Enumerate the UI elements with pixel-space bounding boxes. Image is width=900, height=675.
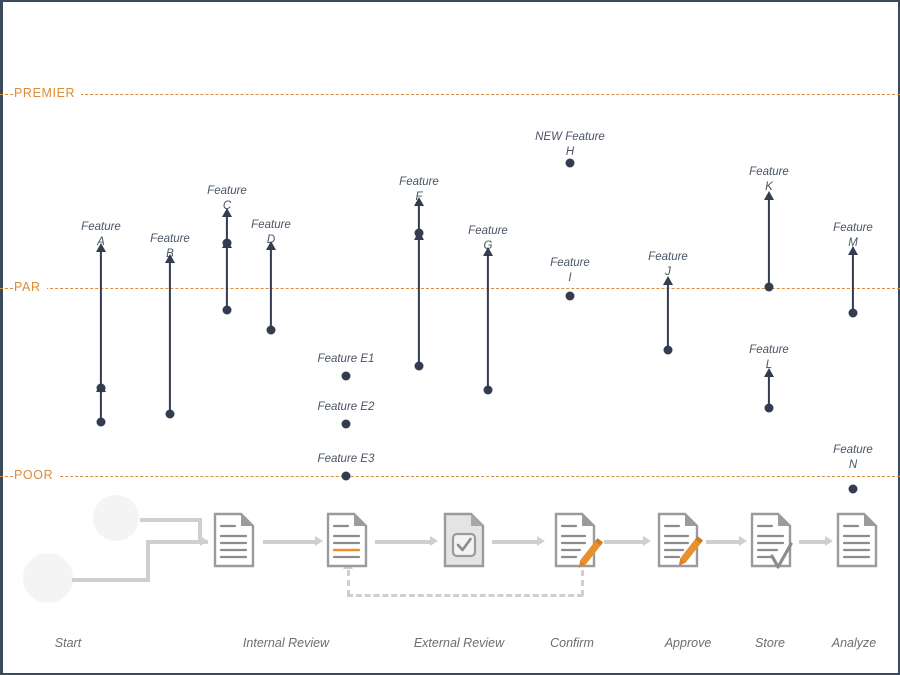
document-icon-analyze[interactable] bbox=[836, 512, 878, 573]
feature-dot-feature-c-1[interactable] bbox=[222, 238, 232, 248]
feature-stem-feature-b-0 bbox=[168, 263, 172, 414]
feature-label-feature-e1: Feature E1 bbox=[317, 353, 375, 365]
connector-upper-horizontal bbox=[140, 518, 202, 522]
feature-arrowhead-feature-g-0 bbox=[483, 247, 493, 256]
feature-label-feature-e3: Feature E3 bbox=[317, 453, 375, 465]
connector-external-to-confirm bbox=[492, 540, 540, 544]
connector-upper-vertical bbox=[198, 518, 202, 542]
process-step-label-store: Store bbox=[755, 636, 785, 650]
process-step-label-internal-review: Internal Review bbox=[242, 636, 330, 650]
feature-dot-feature-j-0[interactable] bbox=[663, 345, 673, 355]
connector-merge-horizontal bbox=[146, 540, 208, 544]
feature-stem-feature-g-0 bbox=[486, 256, 490, 390]
threshold-line-premier bbox=[0, 94, 900, 95]
connector-approve-to-store bbox=[706, 540, 742, 544]
feature-dot-feature-k-0[interactable] bbox=[764, 282, 774, 292]
connector-arrow-external-confirm bbox=[537, 536, 545, 546]
feature-label-feature-e2: Feature E2 bbox=[317, 401, 375, 413]
threshold-line-poor bbox=[0, 476, 900, 477]
connector-lower-horizontal bbox=[72, 578, 150, 582]
feature-label-feature-i: Feature I bbox=[550, 257, 590, 285]
feedback-loop-vertical-left bbox=[347, 570, 350, 596]
feature-arrowhead-feature-f-1 bbox=[414, 197, 424, 206]
feature-label-new-feature-h: NEW Feature H bbox=[535, 131, 605, 159]
connector-arrow-approve-store bbox=[739, 536, 747, 546]
feature-dot-feature-b-0[interactable] bbox=[165, 409, 175, 419]
feature-arrowhead-feature-j-0 bbox=[663, 276, 673, 285]
feature-dot-feature-d-0[interactable] bbox=[266, 325, 276, 335]
connector-arrow-doc2-external bbox=[430, 536, 438, 546]
threshold-label-premier: PREMIER bbox=[14, 86, 82, 100]
feature-arrowhead-feature-b-0 bbox=[165, 254, 175, 263]
connector-lower-vertical bbox=[146, 542, 150, 582]
feature-dot-feature-a-0[interactable] bbox=[96, 417, 106, 427]
feature-stem-feature-c-0 bbox=[225, 248, 229, 310]
feature-dot-feature-e3-0[interactable] bbox=[341, 471, 351, 481]
frame-border-bottom bbox=[0, 673, 900, 675]
feature-dot-feature-c-0[interactable] bbox=[222, 305, 232, 315]
feature-dot-feature-e1-0[interactable] bbox=[341, 371, 351, 381]
feature-dot-feature-a-1[interactable] bbox=[96, 383, 106, 393]
feature-stem-feature-c-1 bbox=[225, 217, 229, 243]
feature-dot-feature-f-0[interactable] bbox=[414, 361, 424, 371]
feedback-loop-vertical-right bbox=[581, 570, 584, 596]
feature-arrowhead-feature-a-1 bbox=[96, 243, 106, 252]
connector-arrow-doc1-doc2 bbox=[315, 536, 323, 546]
feature-dot-feature-m-0[interactable] bbox=[848, 308, 858, 318]
document-pencil-icon-approve[interactable] bbox=[657, 512, 707, 579]
process-step-label-start: Start bbox=[54, 636, 82, 650]
feature-dot-feature-e2-0[interactable] bbox=[341, 419, 351, 429]
feature-dot-new-feature-h-0[interactable] bbox=[565, 158, 575, 168]
document-orange-line-icon-internal-review-2[interactable] bbox=[326, 512, 368, 573]
feature-stem-feature-f-0 bbox=[417, 240, 421, 366]
frame-border-right bbox=[898, 0, 900, 675]
threshold-line-par bbox=[0, 288, 900, 289]
feature-stem-feature-m-0 bbox=[851, 255, 855, 313]
threshold-label-par: PAR bbox=[14, 280, 47, 294]
feature-label-feature-n: Feature N bbox=[833, 444, 873, 472]
connector-doc2-to-external bbox=[375, 540, 433, 544]
document-check-filled-icon-external-review[interactable] bbox=[443, 512, 487, 573]
connector-arrow-confirm-approve bbox=[643, 536, 651, 546]
feature-stem-feature-f-1 bbox=[417, 206, 421, 233]
feature-arrowhead-feature-m-0 bbox=[848, 246, 858, 255]
frame-border-top bbox=[0, 0, 900, 2]
feature-dot-feature-f-1[interactable] bbox=[414, 228, 424, 238]
document-pencil-icon-confirm[interactable] bbox=[554, 512, 604, 579]
feature-stem-feature-j-0 bbox=[666, 285, 670, 350]
feature-stem-feature-a-0 bbox=[99, 392, 103, 422]
feature-dot-feature-i-0[interactable] bbox=[565, 291, 575, 301]
feedback-loop-horizontal bbox=[347, 594, 583, 597]
document-check-icon-store[interactable] bbox=[750, 512, 798, 579]
process-step-label-external-review: External Review bbox=[413, 636, 505, 650]
start-circle-upper bbox=[93, 495, 139, 541]
feature-stem-feature-a-1 bbox=[99, 252, 103, 388]
feature-arrowhead-feature-l-0 bbox=[764, 368, 774, 377]
process-step-label-confirm: Confirm bbox=[550, 636, 594, 650]
connector-confirm-to-approve bbox=[604, 540, 646, 544]
connector-arrow-to-internal-review bbox=[200, 536, 208, 546]
feature-dot-feature-n-0[interactable] bbox=[848, 484, 858, 494]
connector-arrow-store-analyze bbox=[825, 536, 833, 546]
feature-dot-feature-l-0[interactable] bbox=[764, 403, 774, 413]
process-step-label-approve: Approve bbox=[664, 636, 712, 650]
threshold-label-poor: POOR bbox=[14, 468, 60, 482]
connector-doc1-to-doc2 bbox=[263, 540, 319, 544]
feature-stem-feature-k-0 bbox=[767, 200, 771, 287]
feature-stem-feature-d-0 bbox=[269, 250, 273, 330]
connector-store-to-analyze bbox=[799, 540, 829, 544]
feature-arrowhead-feature-k-0 bbox=[764, 191, 774, 200]
document-icon-internal-review-1[interactable] bbox=[213, 512, 255, 573]
process-step-label-analyze: Analyze bbox=[831, 636, 877, 650]
start-circle-lower bbox=[23, 553, 73, 603]
feature-dot-feature-g-0[interactable] bbox=[483, 385, 493, 395]
feature-stem-feature-l-0 bbox=[767, 377, 771, 408]
feature-arrowhead-feature-c-1 bbox=[222, 208, 232, 217]
frame-border-left bbox=[0, 0, 3, 675]
feature-arrowhead-feature-d-0 bbox=[266, 241, 276, 250]
